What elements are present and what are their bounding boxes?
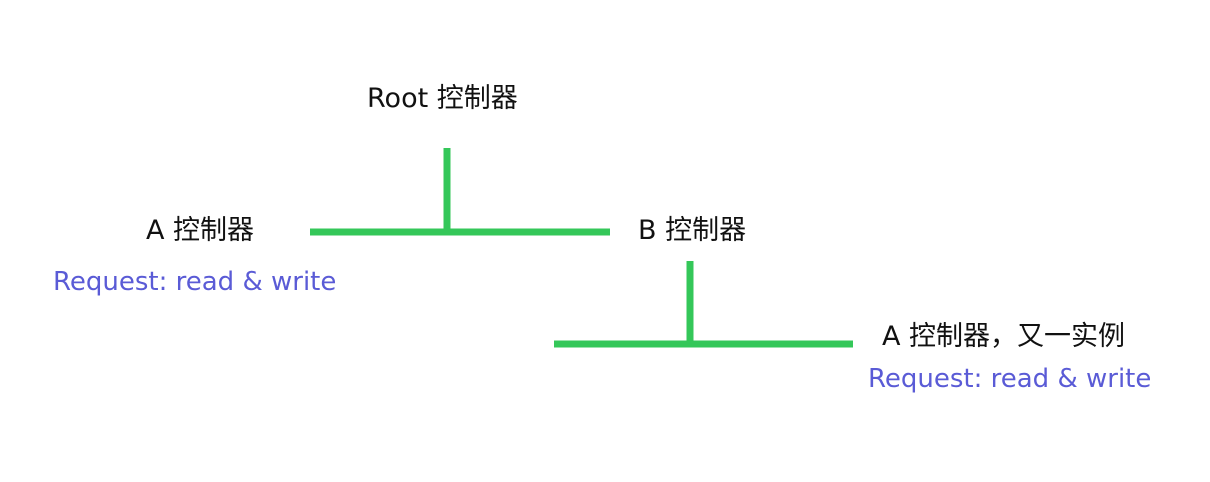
a-controller-instance-node: A 控制器，又一实例	[882, 321, 1126, 352]
a-controller-node: A 控制器	[146, 215, 255, 246]
b-controller-node: B 控制器	[638, 215, 747, 246]
a-controller-instance-request-label: Request: read & write	[868, 364, 1152, 394]
root-controller-node: Root 控制器	[367, 83, 518, 114]
a-controller-request-label: Request: read & write	[53, 267, 337, 297]
